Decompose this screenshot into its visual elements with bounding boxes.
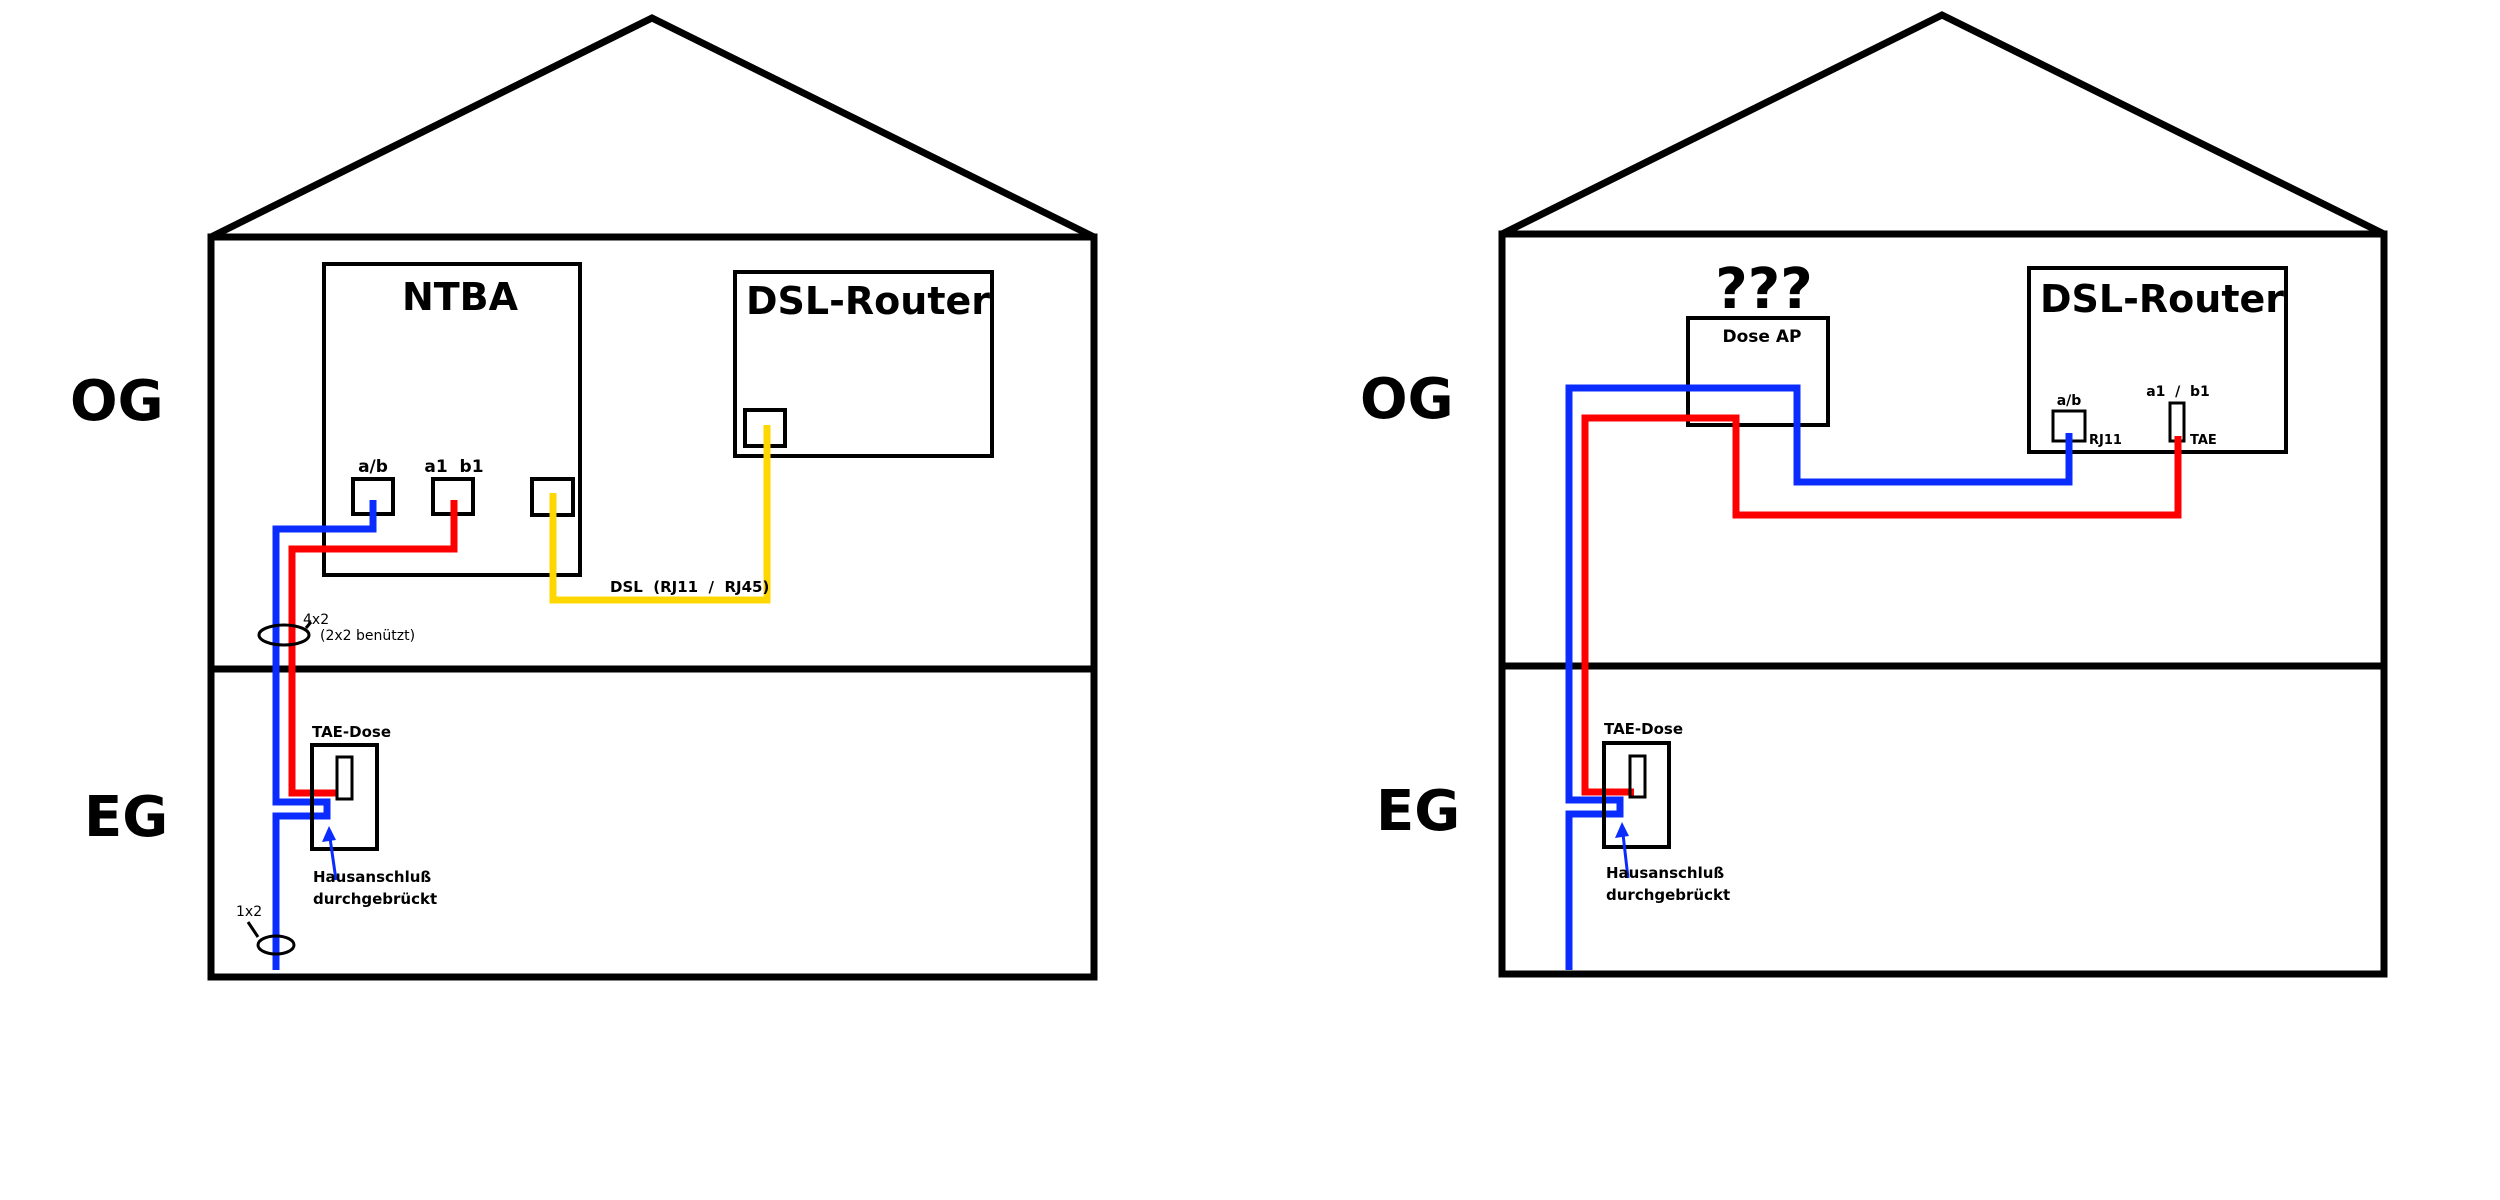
right-router-port-ab-label: a/b (2057, 393, 2082, 409)
right-tae-slot (1628, 754, 1647, 799)
left-roof (209, 14, 1096, 241)
right-tae-arrowhead-icon (1615, 822, 1629, 838)
dose-ap-box (1686, 316, 1830, 427)
cable-bundle-4x2-pointer (304, 621, 313, 629)
left-tae-arrowhead-icon (322, 826, 336, 842)
right-floor-label-eg: EG (1376, 779, 1460, 844)
dsl-cable (549, 425, 771, 604)
ntba-port-a1b1-label: a1 b1 (424, 457, 483, 477)
left-floor-label-og: OG (70, 369, 164, 434)
unknown-device-question: ??? (1715, 257, 1812, 322)
left-ab-wire-upper (272, 500, 377, 970)
left-floor-label-eg: EG (84, 785, 168, 850)
right-roof (1500, 11, 2386, 238)
right-router-box (2027, 266, 2288, 454)
cable-4x2-note: (2x2 benützt) (320, 628, 415, 644)
dose-ap-title: Dose AP (1723, 327, 1802, 347)
ntba-port-ab-label: a/b (358, 457, 388, 477)
left-tae-note-line2: durchgebrückt (313, 890, 437, 908)
right-router-port-a1b1-label: a1 / b1 (2146, 384, 2210, 400)
right-a1b1-wire (1581, 414, 2182, 796)
cable-bundle-1x2-pointer (246, 921, 260, 938)
right-tae-note-line1: Hausanschluß (1606, 864, 1724, 882)
right-tae-note-line2: durchgebrückt (1606, 886, 1730, 904)
right-house-walls (1498, 230, 2388, 978)
right-ab-wire (1565, 384, 2073, 970)
left-house-walls (207, 233, 1098, 981)
left-tae-slot (335, 755, 354, 801)
right-router-port-ab-type: RJ11 (2089, 433, 2122, 448)
cable-bundle-1x2-icon (256, 934, 296, 956)
cable-1x2-label: 1x2 (236, 904, 262, 920)
right-router-title: DSL-Router (2040, 277, 2284, 321)
cable-bundle-4x2-icon (257, 623, 311, 647)
left-tae-title: TAE-Dose (312, 723, 391, 741)
left-tae-note-line1: Hausanschluß (313, 868, 431, 886)
ntba-title: NTBA (402, 275, 519, 319)
right-tae-title: TAE-Dose (1604, 720, 1683, 738)
right-router-port-tae (2168, 401, 2186, 443)
cable-4x2-label: 4x2 (303, 612, 329, 628)
dsl-cable-label: DSL (RJ11 / RJ45) (610, 578, 769, 596)
right-tae-box (1602, 741, 1671, 849)
left-tae-box (310, 743, 379, 851)
left-tae-arrow (328, 837, 338, 881)
left-house: OG EG NTBA a/b a1 b1 DSL-Router DSL (RJ1… (70, 14, 1098, 981)
right-house: OG EG ??? Dose AP DSL-Router a/b RJ11 a1… (1360, 11, 2388, 978)
left-router-box (733, 270, 994, 458)
right-tae-arrow (1621, 833, 1630, 879)
ntba-box (322, 262, 582, 577)
left-router-title: DSL-Router (746, 279, 990, 323)
right-router-port-tae-type: TAE (2190, 433, 2217, 448)
right-floor-label-og: OG (1360, 367, 1454, 432)
left-a1b1-wire (288, 500, 458, 797)
